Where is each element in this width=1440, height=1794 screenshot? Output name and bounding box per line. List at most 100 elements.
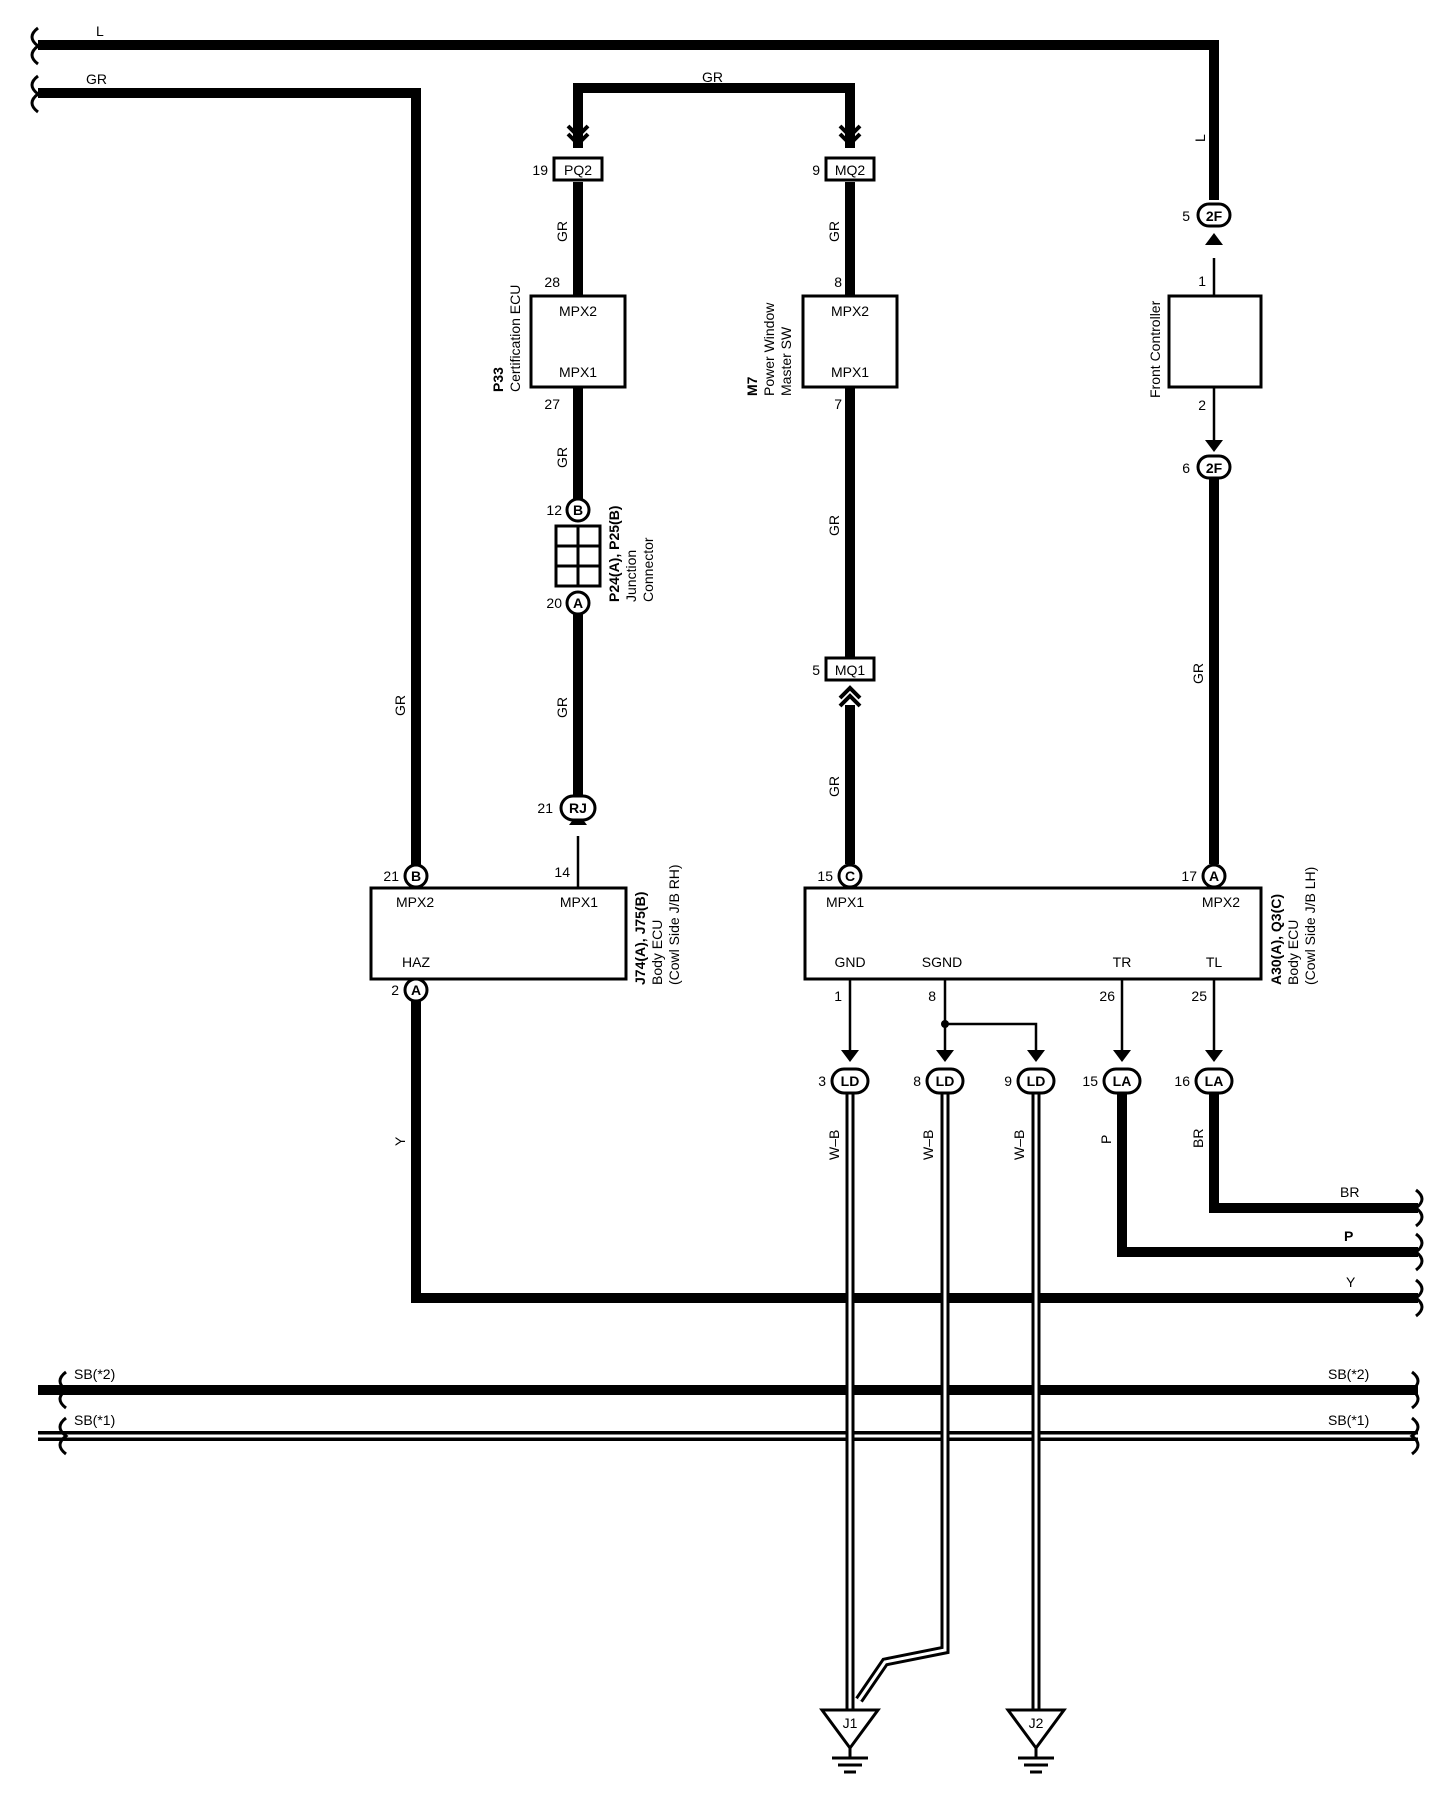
pw-mpx2: MPX2 xyxy=(831,303,869,319)
wire-y xyxy=(411,996,1418,1303)
la16-connector xyxy=(1194,1067,1234,1095)
mq1-name: MQ1 xyxy=(835,662,866,678)
cert-ecu-box xyxy=(529,294,627,389)
la15-name: LA xyxy=(1113,1073,1132,1089)
lh-pin-tr: 26 xyxy=(1099,988,1115,1004)
lh-mpx2: MPX2 xyxy=(1202,894,1240,910)
lh-pin-tl: 25 xyxy=(1191,988,1207,1004)
jc-b-connector xyxy=(565,497,591,523)
lbl-br-right: BR xyxy=(1340,1184,1359,1200)
component-boxes xyxy=(369,294,1263,981)
jc-a-connector xyxy=(565,590,591,616)
lh-pin-gnd: 1 xyxy=(834,988,842,1004)
lh-sgnd: SGND xyxy=(922,954,962,970)
lh-mpx1: MPX1 xyxy=(826,894,864,910)
2f-top-name: 2F xyxy=(1206,208,1223,224)
ground-j1-triangle xyxy=(819,1708,881,1751)
pq2-name: PQ2 xyxy=(564,162,592,178)
lbl-sb1-right: SB(*1) xyxy=(1328,1412,1369,1428)
cert-ecu: 28 27 MPX2 MPX1 P33 Certification ECU xyxy=(490,274,597,412)
lh-pin-sgnd: 8 xyxy=(928,988,936,1004)
pw-sw: 8 7 MPX2 MPX1 M7 Power Window Master SW xyxy=(744,274,869,412)
body-lh-a-connector xyxy=(1201,863,1227,889)
lbl-cert-gr1: GR xyxy=(554,221,570,242)
2f-top-pin: 5 xyxy=(1182,208,1190,224)
pw-sw-box xyxy=(801,294,899,389)
rj-pin: 21 xyxy=(537,800,553,816)
rh-mpx2: MPX2 xyxy=(396,894,434,910)
wire-br xyxy=(1209,1094,1418,1213)
ground-j1: J1 xyxy=(819,1708,881,1774)
lbl-gr-top: GR xyxy=(86,71,107,87)
fc-pin-top: 1 xyxy=(1198,273,1206,289)
ground-j2-triangle xyxy=(1005,1708,1067,1751)
thick-wires xyxy=(38,40,1418,1395)
body-ecu-rh-box xyxy=(369,886,628,981)
wire-l-top xyxy=(38,40,1219,200)
connector-names: PQ2 MQ2 MQ1 2F 2F B A RJ B A C A LD LD L… xyxy=(411,162,1223,1089)
rh-code: J74(A), J75(B) xyxy=(632,892,648,985)
ground-j2: J2 xyxy=(1005,1708,1067,1774)
la15-connector xyxy=(1102,1067,1142,1095)
ground-j1-icon xyxy=(832,1748,868,1774)
junction-labels: P24(A), P25(B) Junction Connector xyxy=(606,506,656,602)
wire-gr-arch xyxy=(573,83,855,148)
ld9-name: LD xyxy=(1027,1073,1046,1089)
body-rh-a-connector xyxy=(403,977,429,1003)
body-rh-a-name: A xyxy=(411,982,421,998)
lh-gnd: GND xyxy=(834,954,865,970)
lbl-pw-gr1: GR xyxy=(826,221,842,242)
front-controller-box xyxy=(1167,294,1263,389)
jc-name1: Junction xyxy=(623,550,639,602)
lh-name1: Body ECU xyxy=(1285,920,1301,985)
mq2-pin: 9 xyxy=(812,162,820,178)
pw-mpx1: MPX1 xyxy=(831,364,869,380)
pw-code: M7 xyxy=(744,376,760,396)
wire-labels: L GR GR L GR GR GR GR GR GR GR GR Y W–B … xyxy=(74,23,1369,1428)
lbl-p-right: P xyxy=(1344,1228,1353,1244)
rh-name2: (Cowl Side J/B RH) xyxy=(666,864,682,985)
lbl-pw-gr2: GR xyxy=(826,515,842,536)
body-lh-c-name: C xyxy=(845,868,855,884)
fc-name: Front Controller xyxy=(1147,300,1163,398)
lbl-l-top: L xyxy=(96,23,104,39)
wire-p xyxy=(1117,1094,1418,1257)
la16-pin: 16 xyxy=(1174,1073,1190,1089)
lbl-cert-gr2: GR xyxy=(554,447,570,468)
ground-j2-label: J2 xyxy=(1029,1715,1044,1731)
lbl-wb2: W–B xyxy=(920,1130,936,1160)
wb-wires-inner xyxy=(848,1094,1038,1710)
2f-top-connector xyxy=(1196,202,1232,228)
connector-symbols xyxy=(403,156,1234,1095)
jc-code: P24(A), P25(B) xyxy=(606,506,622,602)
ld8-name: LD xyxy=(936,1073,955,1089)
lbl-left-gr: GR xyxy=(392,695,408,716)
ld8-pin: 8 xyxy=(913,1073,921,1089)
lh-tr: TR xyxy=(1113,954,1132,970)
pw-name1: Power Window xyxy=(761,302,777,396)
fc-pin-bottom: 2 xyxy=(1198,397,1206,413)
lbl-sb2-right: SB(*2) xyxy=(1328,1366,1369,1382)
body-rh-b-pin: 21 xyxy=(383,868,399,884)
arrows xyxy=(566,124,862,708)
rj-connector xyxy=(559,794,597,822)
pw-name2: Master SW xyxy=(778,326,794,396)
la16-name: LA xyxy=(1205,1073,1224,1089)
rh-name1: Body ECU xyxy=(649,920,665,985)
lbl-br: BR xyxy=(1190,1129,1206,1148)
lbl-y-left: Y xyxy=(392,1136,408,1146)
filled-arrows xyxy=(569,233,1223,1062)
body-lh-c-connector xyxy=(837,863,863,889)
continuation-marks xyxy=(30,26,1424,1456)
cert-code: P33 xyxy=(490,367,506,392)
pw-pin-bottom: 7 xyxy=(834,396,842,412)
wire-gr-left xyxy=(38,88,421,868)
ld8-connector xyxy=(925,1067,965,1095)
jc-a-name: A xyxy=(573,595,583,611)
ground-j2-icon xyxy=(1018,1748,1054,1774)
lbl-l-vert: L xyxy=(1192,134,1208,142)
body-rh-b-name: B xyxy=(411,868,421,884)
lbl-sb1-left: SB(*1) xyxy=(74,1412,115,1428)
rh-haz: HAZ xyxy=(402,954,430,970)
pw-pin-top: 8 xyxy=(834,274,842,290)
